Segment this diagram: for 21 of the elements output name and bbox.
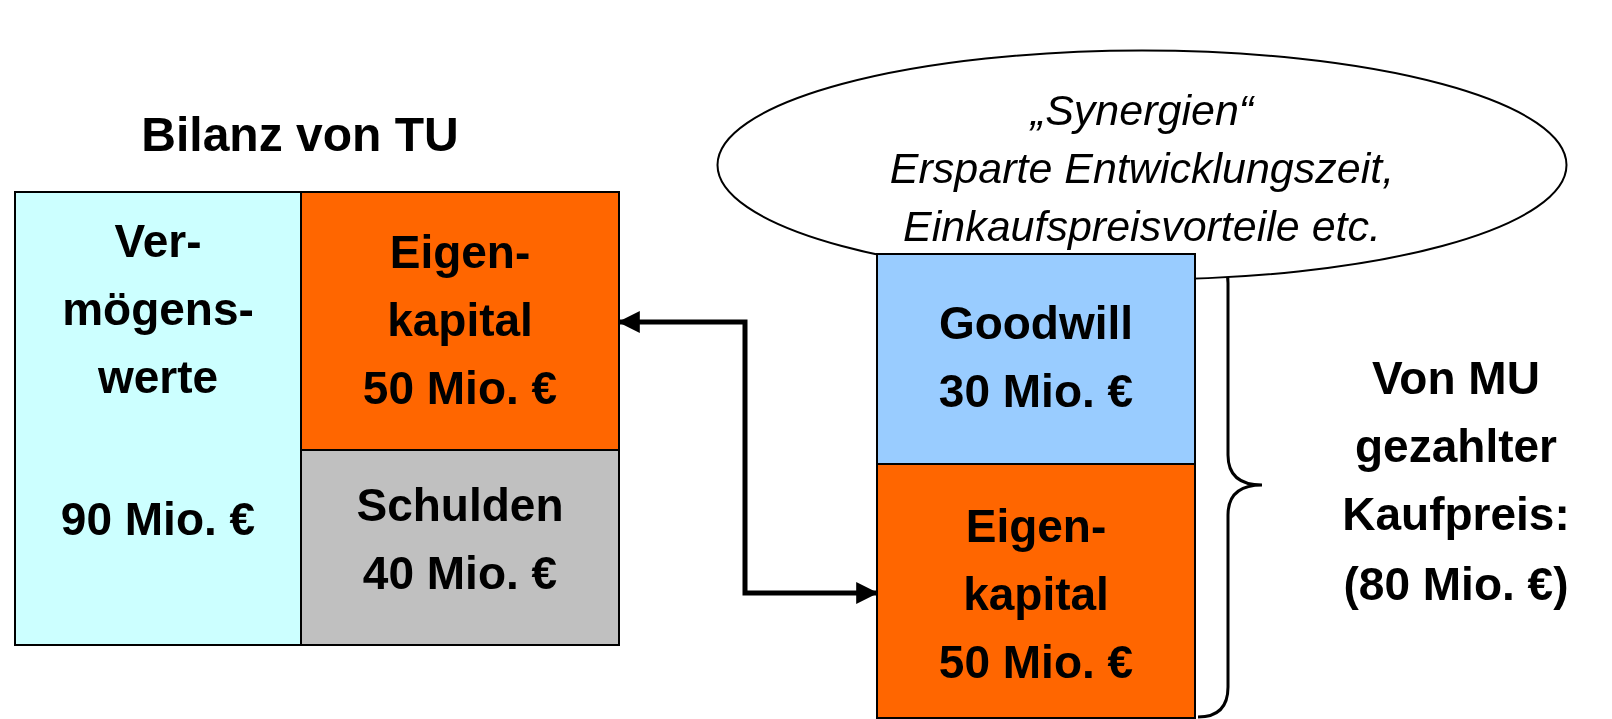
- box-heading: Ver- mögens- werte: [61, 214, 255, 405]
- box-value: 30 Mio. €: [937, 364, 1135, 419]
- purchase-price-label: Von MU gezahlter Kaufpreis:: [1341, 351, 1571, 542]
- box-value: 40 Mio. €: [361, 546, 559, 601]
- synergy-ellipse: [716, 49, 1568, 281]
- box-heading: Schulden: [355, 478, 565, 533]
- box-value: 90 Mio. €: [59, 492, 257, 547]
- box-heading: Eigen- kapital: [962, 499, 1110, 622]
- box-heading: „Synergien“: [1028, 85, 1256, 136]
- box-heading: Eigen- kapital: [386, 225, 534, 348]
- goodwill-box: [876, 253, 1196, 465]
- box-heading: Goodwill: [937, 296, 1135, 351]
- equity-box: [300, 191, 620, 451]
- balance-sheet-title: Bilanz von TU: [140, 107, 460, 163]
- box-value: 50 Mio. €: [361, 361, 559, 416]
- liabilities-box: [300, 449, 620, 646]
- asset-box: [14, 191, 302, 646]
- box-value: Ersparte Entwicklungszeit, Einkaufspreisvorteile etc.: [888, 143, 1396, 252]
- purchase-price-label: (80 Mio. €): [1342, 557, 1570, 612]
- box-value: 50 Mio. €: [937, 635, 1135, 690]
- equity-box: [876, 463, 1196, 719]
